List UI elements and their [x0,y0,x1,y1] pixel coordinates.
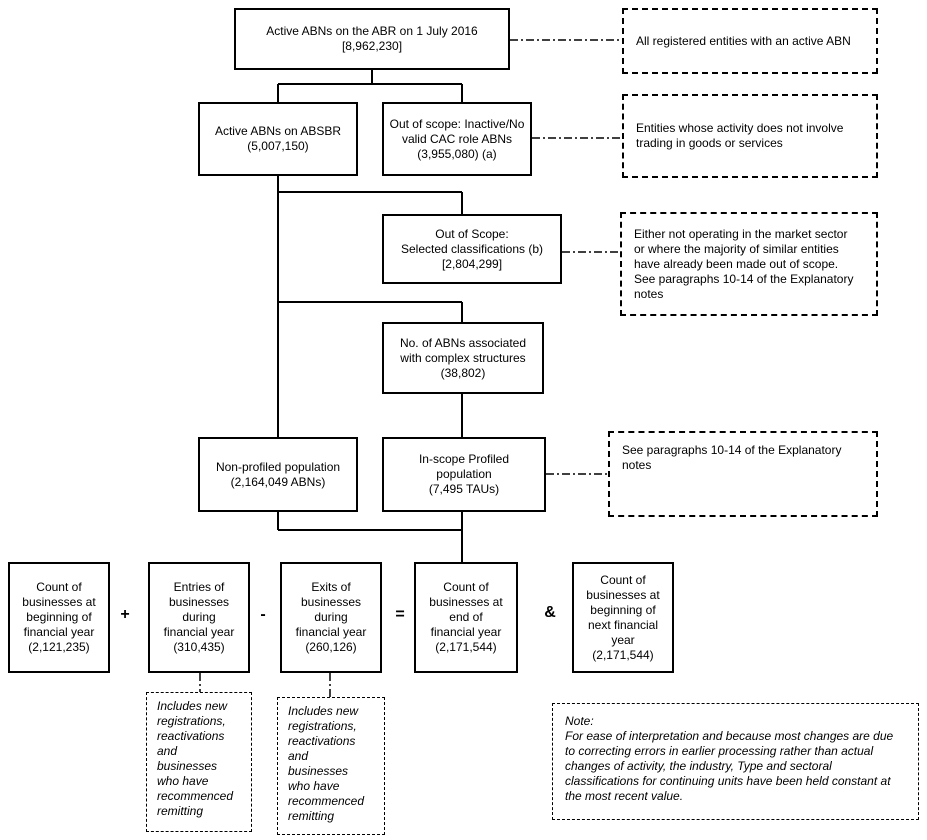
out-of-scope-selected-box: Out of Scope: Selected classifications (… [382,214,562,284]
active-absbr-box: Active ABNs on ABSBR (5,007,150) [198,102,358,176]
complex-structures-box: No. of ABNs associated with complex stru… [382,322,544,394]
explanatory-note: See paragraphs 10-14 of the Explanatory … [608,431,878,517]
in-scope-profiled-box: In-scope Profiled population (7,495 TAUs… [382,437,546,512]
entries-includes-note: Includes new registrations, reactivation… [146,692,252,832]
count-end-box: Count of businesses at end of financial … [414,562,518,673]
and-operator: & [544,604,556,621]
count-beginning-box: Count of businesses at beginning of fina… [8,562,110,673]
plus-operator: + [120,606,130,623]
active-abr-box: Active ABNs on the ABR on 1 July 2016 [8… [234,8,510,70]
market-sector-note: Either not operating in the market secto… [620,212,878,316]
entries-box: Entries of businesses during financial y… [148,562,250,673]
exits-includes-note: Includes new registrations, reactivation… [277,697,385,835]
exits-box: Exits of businesses during financial yea… [280,562,382,673]
equals-operator: = [395,606,405,623]
minus-operator: - [260,606,266,623]
non-profiled-box: Non-profiled population (2,164,049 ABNs) [198,437,358,512]
count-next-box: Count of businesses at beginning of next… [572,562,674,673]
interpretation-note: Note: For ease of interpretation and bec… [552,703,919,820]
no-trading-note: Entities whose activity does not involve… [622,94,878,178]
out-of-scope-inactive-box: Out of scope: Inactive/No valid CAC role… [382,102,532,176]
registered-entities-note: All registered entities with an active A… [622,8,878,74]
